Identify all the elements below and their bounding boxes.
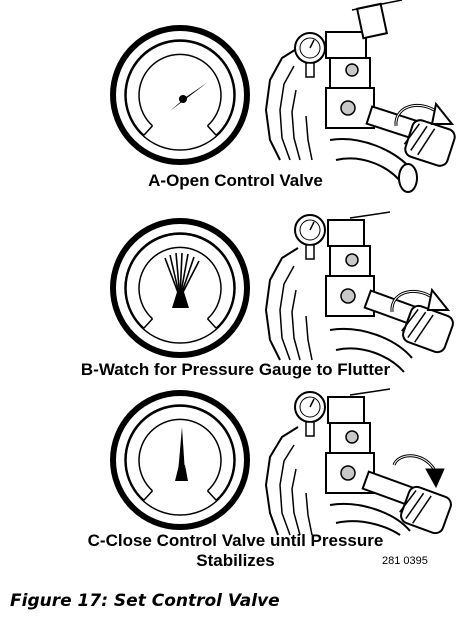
step-c-label-line2: Stabilizes [196, 551, 275, 570]
step-b-label: B-Watch for Pressure Gauge to Flutter [80, 360, 391, 379]
step-a-illustration [110, 0, 456, 193]
control-valve-assembly-icon [264, 388, 452, 536]
pressure-gauge-icon [110, 25, 250, 165]
rotation-arrow-icon [392, 454, 445, 489]
step-a-label: A-Open Control Valve [148, 171, 323, 190]
figure-caption: Figure 17: Set Control Valve [10, 591, 280, 611]
control-valve-assembly-icon [264, 211, 454, 373]
rotation-arrow-icon [394, 101, 455, 127]
step-c-illustration [110, 388, 452, 536]
rotation-arrow-icon [390, 287, 451, 313]
step-c-label-line1: C-Close Control Valve until Pressure [87, 531, 384, 550]
pressure-gauge-icon [110, 218, 250, 358]
step-c-panel: C-Close Control Valve until Pressure Sta… [0, 385, 471, 580]
fluttering-needle-icon [164, 252, 200, 299]
step-b-panel: B-Watch for Pressure Gauge to Flutter [0, 200, 471, 390]
step-c-label: C-Close Control Valve until Pressure Sta… [0, 531, 471, 571]
control-valve-assembly-icon [264, 0, 456, 193]
step-b-illustration [110, 211, 454, 373]
pressure-gauge-icon [110, 390, 250, 530]
step-a-panel: A-Open Control Valve [0, 0, 471, 200]
drawing-reference-code: 281 0395 [382, 555, 428, 567]
